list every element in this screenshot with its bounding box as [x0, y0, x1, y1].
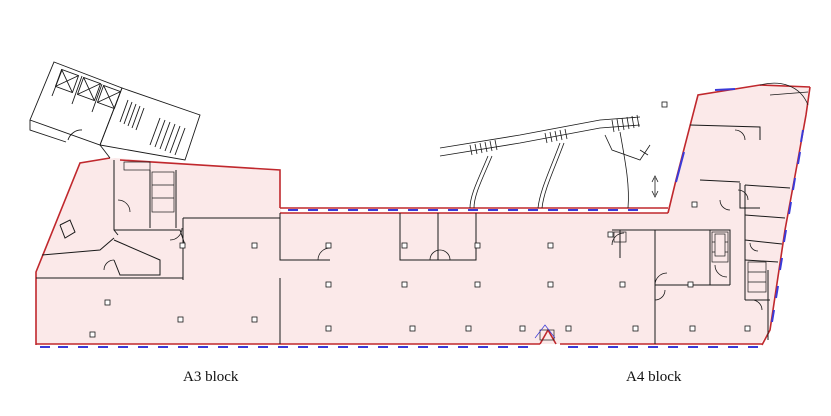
- interior-walls: [36, 124, 791, 344]
- a3-floor: [36, 85, 810, 345]
- sanitary-blocks: [123, 161, 767, 293]
- columns: [89, 101, 751, 338]
- a4-block-label: A4 block: [626, 369, 682, 385]
- misc-details: [534, 82, 809, 341]
- stair-core-a3: [29, 61, 201, 161]
- a3-block-label: A3 block: [183, 369, 239, 385]
- windows: [40, 88, 804, 348]
- floor-area: [36, 85, 810, 345]
- door-swings: [103, 129, 763, 311]
- stair-bridges-a4: [439, 114, 659, 209]
